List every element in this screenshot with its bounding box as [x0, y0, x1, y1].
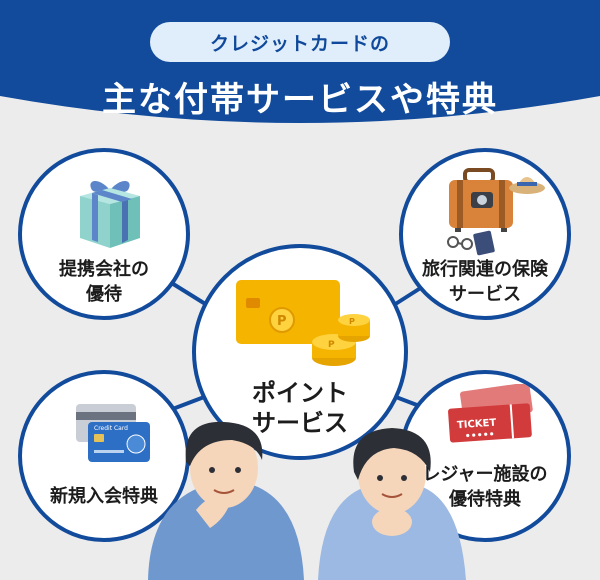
- svg-text:P: P: [349, 317, 355, 326]
- page-title: 主な付帯サービスや特典: [102, 80, 498, 120]
- node-label: ポイント サービス: [252, 379, 348, 437]
- node-travel-insurance: 旅行関連の保険 サービス: [399, 148, 571, 320]
- node-label: 提携会社の 優待: [59, 259, 149, 305]
- header-pill: クレジットカードの: [150, 22, 450, 62]
- node-label: 新規入会特典: [50, 486, 158, 507]
- man-figure: [148, 421, 304, 580]
- suitcase-icon: [447, 168, 545, 256]
- node-label: レジャー施設の 優待特典: [422, 464, 548, 510]
- node-label: 旅行関連の保険 サービス: [422, 259, 548, 305]
- ticket-icon: TICKET: [448, 384, 533, 443]
- woman-figure: [318, 428, 466, 580]
- credit-card-icon: Credit Card: [76, 404, 150, 462]
- gift-icon: [80, 180, 140, 248]
- svg-text:TICKET: TICKET: [457, 417, 497, 431]
- svg-text:Credit Card: Credit Card: [94, 425, 128, 432]
- point-coins-icon: P P P: [236, 280, 370, 366]
- svg-text:P: P: [277, 314, 287, 329]
- svg-text:P: P: [328, 340, 335, 350]
- node-partner-benefits: 提携会社の 優待: [18, 148, 190, 320]
- node-new-member-bonus: Credit Card 新規入会特典: [18, 370, 190, 542]
